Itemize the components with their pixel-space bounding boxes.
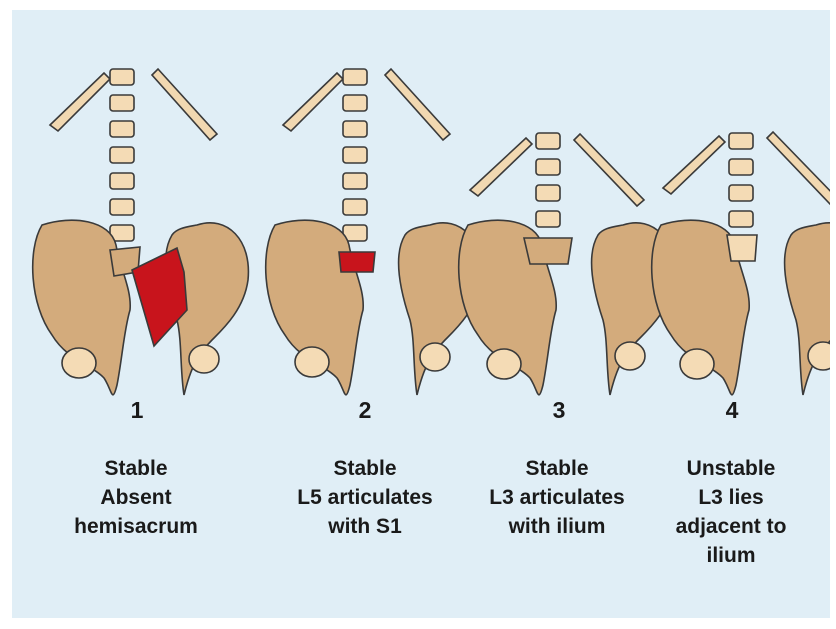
pelvis-panel-3 <box>459 133 675 395</box>
left-femoral-head <box>295 347 329 377</box>
left-femoral-head <box>62 348 96 378</box>
caption-line: Unstable <box>641 454 821 483</box>
vertebra <box>536 211 560 227</box>
vertebra <box>110 69 134 85</box>
left-rib <box>663 136 725 194</box>
pelvis-panel-2 <box>266 69 482 395</box>
right-femoral-head <box>189 345 219 373</box>
vertebra <box>536 159 560 175</box>
right-rib <box>767 132 830 204</box>
left-rib <box>50 73 110 131</box>
left-femoral-head <box>487 349 521 379</box>
vertebra <box>729 159 753 175</box>
left-rib <box>470 138 532 196</box>
vertebra <box>729 211 753 227</box>
panel-number-4: 4 <box>652 397 812 424</box>
vertebra <box>343 173 367 189</box>
right-rib <box>574 134 644 206</box>
caption-line: with ilium <box>467 512 647 541</box>
caption-line: L3 articulates <box>467 483 647 512</box>
caption-line: L5 articulates <box>275 483 455 512</box>
left-femoral-head <box>680 349 714 379</box>
caption-3: Stable L3 articulates with ilium <box>467 454 647 541</box>
sacral-agenesis-figure: 1 2 3 4 Stable Absent hemisacrum Stable … <box>12 10 830 618</box>
vertebra <box>343 121 367 137</box>
panel-number-3: 3 <box>479 397 639 424</box>
pelvis-panel-1 <box>33 69 249 395</box>
caption-1: Stable Absent hemisacrum <box>46 454 226 541</box>
caption-line: Absent <box>46 483 226 512</box>
vertebra <box>729 185 753 201</box>
vertebra <box>110 95 134 111</box>
s1-anomaly <box>339 252 375 272</box>
pelvis-panel-4 <box>652 132 830 395</box>
caption-line: with S1 <box>275 512 455 541</box>
l3-vertebra-floating <box>727 235 757 261</box>
vertebra <box>343 95 367 111</box>
caption-2: Stable L5 articulates with S1 <box>275 454 455 541</box>
vertebra <box>536 185 560 201</box>
vertebra <box>343 147 367 163</box>
vertebra <box>110 199 134 215</box>
caption-4: Unstable L3 lies adjacent to ilium <box>641 454 821 570</box>
vertebra <box>110 173 134 189</box>
left-rib <box>283 73 343 131</box>
pelvis-illustrations <box>12 10 830 410</box>
panel-number-2: 2 <box>285 397 445 424</box>
panel-number-1: 1 <box>57 397 217 424</box>
right-femoral-head <box>615 342 645 370</box>
vertebra <box>343 199 367 215</box>
right-rib <box>152 69 217 140</box>
vertebra <box>729 133 753 149</box>
caption-line: ilium <box>641 541 821 570</box>
caption-line: Stable <box>467 454 647 483</box>
vertebra <box>536 133 560 149</box>
vertebra <box>110 147 134 163</box>
caption-line: hemisacrum <box>46 512 226 541</box>
caption-line: Stable <box>275 454 455 483</box>
right-femoral-head <box>420 343 450 371</box>
vertebra <box>110 121 134 137</box>
right-femoral-head <box>808 342 830 370</box>
caption-line: L3 lies <box>641 483 821 512</box>
caption-line: adjacent to <box>641 512 821 541</box>
right-rib <box>385 69 450 140</box>
l3-vertebra-articulating <box>524 238 572 264</box>
caption-line: Stable <box>46 454 226 483</box>
vertebra <box>343 69 367 85</box>
